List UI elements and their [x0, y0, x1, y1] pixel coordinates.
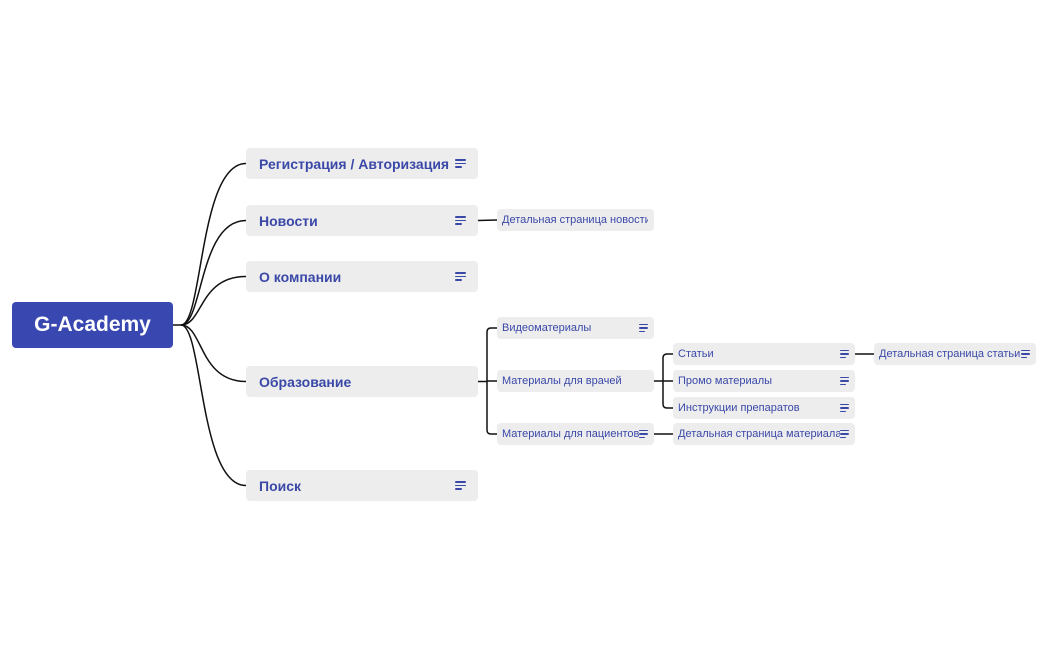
topic-label: Поиск: [259, 477, 302, 494]
notes-icon[interactable]: [639, 324, 648, 332]
connector-education: [180, 324, 247, 383]
topic-label: Регистрация / Авторизация: [259, 155, 450, 172]
topic-label: Детальная страница новости: [502, 214, 648, 226]
connector-instructions: [662, 381, 673, 409]
connector-registration: [180, 162, 247, 326]
topic-material-detail[interactable]: Детальная страница материала: [673, 423, 855, 445]
topic-label: Детальная страница статьи: [879, 348, 1021, 360]
topic-label: Образование: [259, 373, 352, 390]
topic-label: Материалы для пациентов: [502, 428, 639, 440]
notes-icon[interactable]: [455, 481, 466, 490]
topic-registration[interactable]: Регистрация / Авторизация: [246, 148, 478, 179]
notes-icon[interactable]: [455, 216, 466, 225]
topic-label: Статьи: [678, 348, 714, 360]
connector-articles: [662, 353, 673, 381]
topic-label: Инструкции препаратов: [678, 402, 800, 414]
topic-label: G-Academy: [34, 313, 151, 336]
connector-news-detail: [477, 219, 498, 222]
topic-articles[interactable]: Статьи: [673, 343, 855, 365]
connector-search: [180, 324, 247, 487]
notes-icon[interactable]: [840, 404, 849, 412]
topic-video[interactable]: Видеоматериалы: [497, 317, 654, 339]
notes-icon[interactable]: [1021, 350, 1030, 358]
notes-icon[interactable]: [840, 350, 849, 358]
notes-icon[interactable]: [455, 159, 466, 168]
root-topic[interactable]: G-Academy: [12, 302, 173, 348]
topic-promo[interactable]: Промо материалы: [673, 370, 855, 392]
connector-news: [180, 219, 247, 326]
topic-about[interactable]: О компании: [246, 261, 478, 292]
notes-icon[interactable]: [840, 377, 849, 385]
topic-label: Новости: [259, 212, 318, 229]
notes-icon[interactable]: [455, 272, 466, 281]
topic-patients[interactable]: Материалы для пациентов: [497, 423, 654, 445]
topic-doctors[interactable]: Материалы для врачей: [497, 370, 654, 392]
topic-news[interactable]: Новости: [246, 205, 478, 236]
topic-search[interactable]: Поиск: [246, 470, 478, 501]
topic-article-detail[interactable]: Детальная страница статьи: [874, 343, 1036, 365]
topic-label: Детальная страница материала: [678, 428, 840, 440]
topic-news-detail[interactable]: Детальная страница новости: [497, 209, 654, 231]
topic-label: Видеоматериалы: [502, 322, 592, 334]
topic-label: О компании: [259, 268, 342, 285]
topic-label: Промо материалы: [678, 375, 773, 387]
topic-instructions[interactable]: Инструкции препаратов: [673, 397, 855, 419]
notes-icon[interactable]: [639, 430, 648, 438]
topic-label: Материалы для врачей: [502, 375, 622, 387]
connector-about: [180, 275, 247, 326]
topic-education[interactable]: Образование: [246, 366, 478, 397]
connector-video: [486, 327, 497, 382]
connector-patients: [486, 381, 497, 435]
notes-icon[interactable]: [840, 430, 849, 438]
